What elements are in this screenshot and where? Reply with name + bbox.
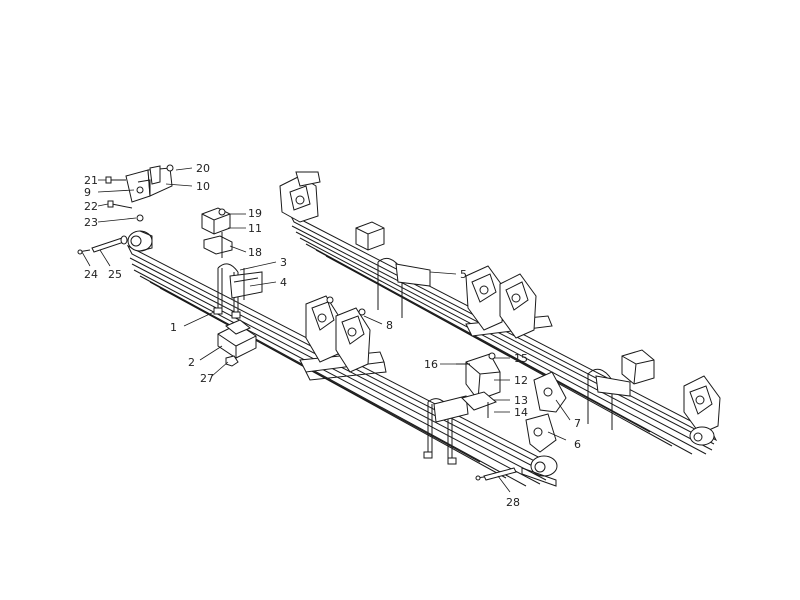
leader-lines <box>81 167 571 493</box>
callout-21: 21 <box>84 174 98 187</box>
rear-rear-hanger <box>683 375 721 446</box>
center-hanger-brackets-rear <box>465 265 537 339</box>
callout-23: 23 <box>84 216 98 229</box>
callout-25: 25 <box>108 268 122 281</box>
front-hanger-bracket <box>125 165 173 203</box>
callout-7: 7 <box>574 417 581 430</box>
rear-front-hanger <box>279 171 321 223</box>
rear-bump-stop-right <box>621 349 655 385</box>
callout-13: 13 <box>514 394 528 407</box>
callout-19: 19 <box>248 207 262 220</box>
callout-2: 2 <box>188 356 195 369</box>
center-hanger-brackets-front <box>305 295 371 373</box>
callout-11: 11 <box>248 222 262 235</box>
rear-u-bolt-left <box>377 257 431 318</box>
callout-3: 3 <box>280 256 287 269</box>
shackle-pin-front <box>77 235 128 255</box>
rear-bump-stop <box>355 221 385 251</box>
spring-clip <box>229 268 263 300</box>
callout-1: 1 <box>170 321 177 334</box>
bump-stop-assembly <box>201 207 233 258</box>
callout-6: 6 <box>574 438 581 451</box>
middle-bracket-assembly <box>456 352 501 418</box>
u-bolt-front-right <box>423 395 469 465</box>
front-spring-eye-bushing <box>127 230 153 252</box>
callout-9: 9 <box>84 186 91 199</box>
callout-8: 8 <box>386 319 393 332</box>
callout-4: 4 <box>280 276 287 289</box>
u-bolt-front-left <box>213 263 241 319</box>
rear-u-bolt-right <box>587 368 631 430</box>
rear-spring-eye-bushing <box>521 455 558 487</box>
callout-20: 20 <box>196 162 210 175</box>
callout-22: 22 <box>84 200 98 213</box>
callout-5: 5 <box>460 268 467 281</box>
nut-27 <box>225 355 239 367</box>
callout-18: 18 <box>248 246 262 259</box>
callout-24: 24 <box>84 268 98 281</box>
callout-16: 16 <box>424 358 438 371</box>
shackle-links <box>525 371 567 453</box>
callout-14: 14 <box>514 406 528 419</box>
callout-10: 10 <box>196 180 210 193</box>
callout-12: 12 <box>514 374 528 387</box>
rubber-bump-block <box>217 319 257 359</box>
shackle-pin-rear <box>475 467 517 481</box>
callout-28: 28 <box>506 496 520 509</box>
callout-labels: 1 2 3 4 5 6 7 8 9 10 11 12 13 14 15 16 1… <box>84 162 581 509</box>
callout-15: 15 <box>514 352 528 365</box>
callout-27: 27 <box>200 372 214 385</box>
